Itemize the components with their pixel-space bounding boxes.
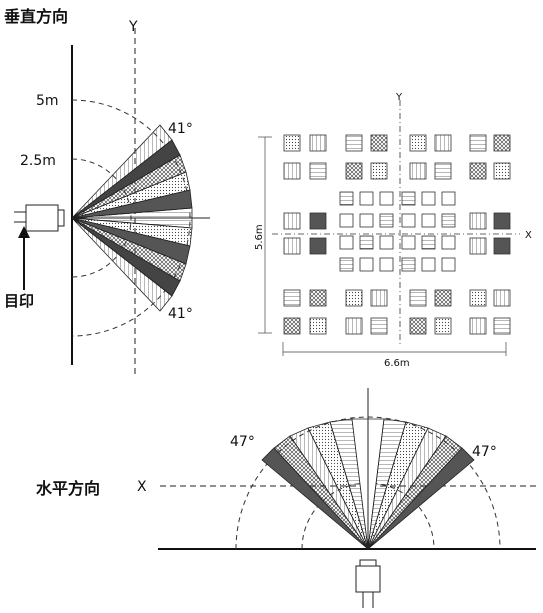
detection-zone-inner — [421, 213, 436, 228]
detection-zone-outer — [493, 134, 511, 152]
detection-zone-outer — [409, 289, 427, 307]
detection-zone-inner — [359, 257, 374, 272]
detection-zone-inner — [441, 235, 456, 250]
detection-zone-outer — [309, 289, 327, 307]
detection-zone-outer — [345, 317, 363, 335]
detection-zone-outer — [309, 162, 327, 180]
range-label-far: 5m — [36, 93, 59, 109]
detection-zone-outer — [309, 134, 327, 152]
detection-zone-inner — [379, 235, 394, 250]
detection-zone-outer — [283, 162, 301, 180]
horizontal-sensor-icon — [355, 559, 381, 608]
detection-zone-outer — [469, 317, 487, 335]
detection-zone-inner — [401, 213, 416, 228]
horizontal-x-axis-label: X — [137, 479, 147, 495]
detection-zone-outer — [345, 134, 363, 152]
detection-zone-inner — [441, 191, 456, 206]
detection-zone-inner — [359, 191, 374, 206]
detection-zone-mid — [283, 212, 301, 230]
vertical-y-axis-label: Y — [128, 19, 138, 35]
grid-section: Y X 5.6m 6.6m — [254, 92, 532, 369]
detection-zone-grid — [283, 134, 511, 335]
vertical-angle-top: 41° — [168, 121, 193, 137]
vertical-angle-bottom: 41° — [168, 306, 193, 322]
detection-zone-mid — [469, 237, 487, 255]
detection-zone-mid — [283, 237, 301, 255]
detection-zone-mid — [309, 212, 327, 230]
detection-zone-inner — [359, 235, 374, 250]
detection-zone-outer — [283, 317, 301, 335]
detection-zone-inner — [339, 257, 354, 272]
detection-zone-outer — [345, 289, 363, 307]
detection-zone-outer — [493, 162, 511, 180]
range-label-near: 2.5m — [20, 153, 56, 169]
detection-zone-outer — [409, 317, 427, 335]
vertical-title: 垂直方向 — [4, 7, 68, 26]
detection-zone-outer — [493, 289, 511, 307]
detection-zone-outer — [409, 134, 427, 152]
detection-zone-mid — [493, 212, 511, 230]
detection-zone-outer — [370, 162, 388, 180]
vertical-section: 垂直方向 Y 5m 2.5m 41° 41° — [4, 7, 210, 375]
detection-zone-outer — [434, 134, 452, 152]
grid-y-axis-label: Y — [395, 92, 403, 103]
horizontal-angle-right: 47° — [472, 444, 497, 460]
detection-zone-outer — [469, 134, 487, 152]
detection-zone-mid — [493, 237, 511, 255]
detection-zone-mid — [309, 237, 327, 255]
detection-zone-outer — [434, 289, 452, 307]
mark-label: 目印 — [4, 292, 34, 310]
horizontal-section: 水平方向 X 47° 47° — [36, 388, 536, 608]
detection-zone-outer — [283, 289, 301, 307]
detection-zone-outer — [283, 134, 301, 152]
detection-zone-outer — [469, 162, 487, 180]
detection-zone-outer — [434, 317, 452, 335]
detection-zone-outer — [370, 317, 388, 335]
detection-zone-inner — [421, 235, 436, 250]
detection-zone-outer — [370, 289, 388, 307]
detection-zone-outer — [370, 134, 388, 152]
detection-zone-outer — [409, 162, 427, 180]
detection-zone-inner — [401, 191, 416, 206]
grid-height-label: 5.6m — [254, 224, 265, 250]
detection-zone-inner — [441, 213, 456, 228]
detection-zone-outer — [469, 289, 487, 307]
detection-zone-inner — [339, 191, 354, 206]
detection-zone-mid — [469, 212, 487, 230]
detection-zone-outer — [345, 162, 363, 180]
vertical-detection-fan — [71, 124, 210, 312]
detection-zone-inner — [441, 257, 456, 272]
detection-zone-inner — [339, 235, 354, 250]
range-arc-far — [71, 99, 191, 337]
detection-zone-inner — [379, 257, 394, 272]
detection-zone-inner — [379, 213, 394, 228]
horizontal-detection-fan — [261, 388, 475, 550]
detection-zone-inner — [421, 191, 436, 206]
detection-zone-inner — [359, 213, 374, 228]
grid-width-label: 6.6m — [384, 358, 410, 369]
detection-zone-outer — [309, 317, 327, 335]
horizontal-title: 水平方向 — [36, 479, 100, 498]
detection-zone-inner — [401, 257, 416, 272]
horizontal-angle-left: 47° — [230, 434, 255, 450]
detection-zone-inner — [379, 191, 394, 206]
detection-zone-inner — [339, 213, 354, 228]
detection-zone-inner — [421, 257, 436, 272]
detection-zone-outer — [434, 162, 452, 180]
detection-zone-outer — [493, 317, 511, 335]
mark-arrow-icon — [18, 226, 30, 290]
vertical-sensor-icon — [14, 204, 65, 232]
grid-x-axis-label: X — [525, 230, 532, 241]
detection-zone-inner — [401, 235, 416, 250]
